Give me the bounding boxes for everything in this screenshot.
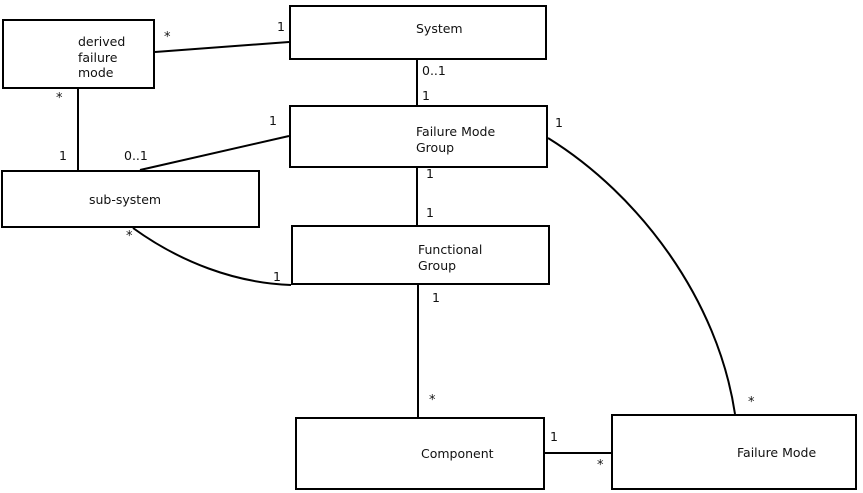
class-box-component[interactable]: Component [295, 417, 545, 490]
class-box-sub-system[interactable]: sub-system [1, 170, 260, 228]
multiplicity-failure-mode-group-from-sub-system: 1 [269, 113, 277, 128]
multiplicity-component-up: * [429, 393, 436, 408]
class-label-failure-mode: Failure Mode [737, 445, 817, 460]
multiplicity-functional-group-down: 1 [432, 290, 440, 305]
class-label-sub-system: sub-system [89, 192, 162, 207]
multiplicity-failure-mode-top: * [748, 395, 755, 410]
class-box-system[interactable]: System [289, 5, 547, 60]
edge-derived-failure-mode-to-system [154, 41, 290, 53]
class-box-failure-mode[interactable]: Failure Mode [611, 414, 857, 490]
multiplicity-sub-system-to-failure-mode-group: 0..1 [124, 148, 148, 163]
class-box-functional-group[interactable]: Functional Group [291, 225, 550, 285]
multiplicity-system-from-derived-failure-mode: 1 [277, 19, 285, 34]
multiplicity-functional-group-from-sub-system: 1 [273, 269, 281, 284]
multiplicity-derived-failure-mode-to-system: * [164, 30, 171, 45]
multiplicity-derived-failure-mode-down: * [56, 91, 63, 106]
multiplicity-component-right: 1 [550, 429, 558, 444]
edge-failure-mode-group-to-failure-mode [547, 137, 736, 415]
edge-sub-system-to-failure-mode-group [139, 135, 290, 171]
class-box-derived-failure-mode[interactable]: derived failure mode [2, 19, 155, 89]
multiplicity-failure-mode-left: * [597, 458, 604, 473]
multiplicity-failure-mode-group-up: 1 [422, 88, 430, 103]
edge-sub-system-to-functional-group [132, 227, 292, 286]
multiplicity-system-down: 0..1 [422, 63, 446, 78]
multiplicity-failure-mode-group-down: 1 [426, 166, 434, 181]
multiplicity-sub-system-down: * [126, 229, 133, 244]
class-label-system: System [416, 21, 463, 36]
multiplicity-sub-system-up: 1 [59, 148, 67, 163]
class-label-failure-mode-group: Failure Mode Group [416, 124, 496, 155]
class-box-failure-mode-group[interactable]: Failure Mode Group [289, 105, 548, 168]
class-label-component: Component [421, 446, 494, 461]
multiplicity-failure-mode-group-right: 1 [555, 115, 563, 130]
multiplicity-functional-group-up: 1 [426, 205, 434, 220]
class-label-derived-failure-mode: derived failure mode [78, 34, 126, 80]
class-label-functional-group: Functional Group [418, 242, 483, 273]
